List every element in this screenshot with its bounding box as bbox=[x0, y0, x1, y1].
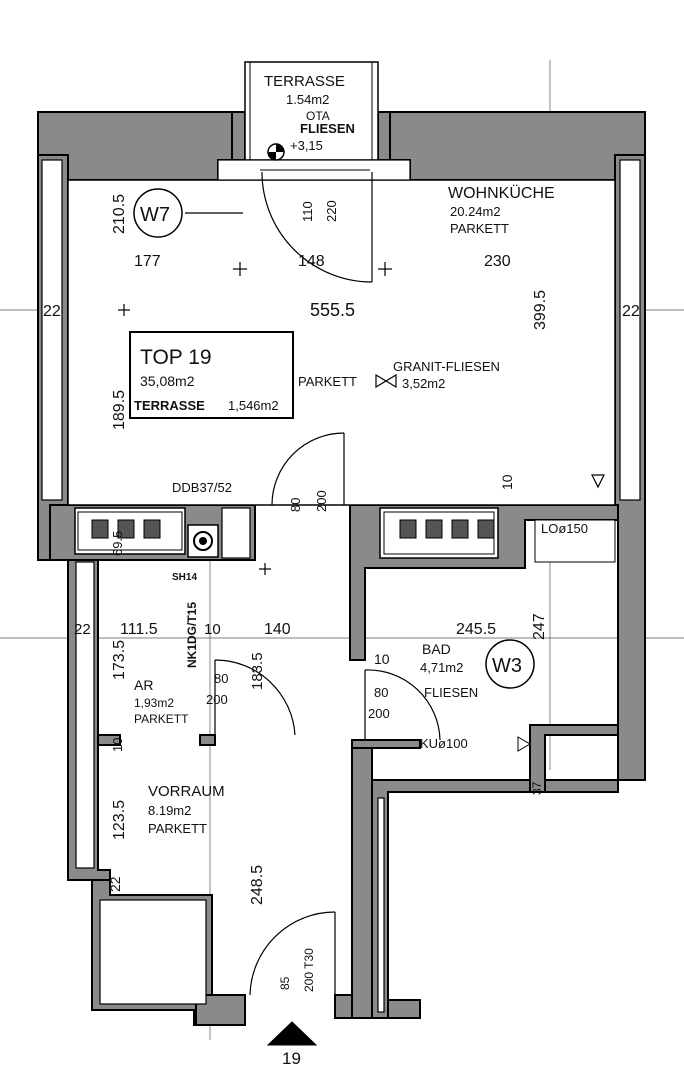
dimensions: 210.5 177 148 230 555.5 399.5 22 22 22 2… bbox=[43, 194, 640, 992]
dim-22-a: 22 bbox=[43, 303, 61, 320]
kitchen-name: WOHNKÜCHE bbox=[448, 184, 555, 202]
dim-140: 140 bbox=[264, 621, 291, 638]
labels: TERRASSE 1.54m2 OTA FLIESEN +3,15 WOHNKÜ… bbox=[134, 73, 588, 1068]
dim-10-b: 10 bbox=[204, 621, 221, 638]
wall-bath-bottom bbox=[371, 779, 619, 1019]
material-change-icon bbox=[375, 373, 397, 389]
markers bbox=[118, 262, 392, 575]
terrace-note: OTA bbox=[306, 109, 330, 123]
storage-name: AR bbox=[134, 677, 153, 693]
bath-area: 4,71m2 bbox=[420, 660, 463, 675]
dim-22-b: 22 bbox=[622, 303, 640, 320]
wall-terrace-left bbox=[231, 111, 246, 161]
terrace-area: 1.54m2 bbox=[286, 92, 329, 107]
wall-bath-stub bbox=[351, 739, 421, 749]
dim-22-d: 22 bbox=[107, 876, 123, 892]
window-tag-w7 bbox=[133, 188, 183, 238]
dim-200-a: 200 bbox=[314, 490, 329, 512]
wall-hall-right bbox=[351, 744, 373, 1019]
dim-248-5: 248.5 bbox=[249, 865, 266, 905]
terrace-floor: FLIESEN bbox=[300, 121, 355, 136]
dim-10-a: 10 bbox=[499, 474, 515, 490]
radiator-left bbox=[74, 507, 251, 559]
hall-area: 8.19m2 bbox=[148, 803, 191, 818]
dim-69-5: 69.5 bbox=[110, 531, 125, 556]
tag-lo: LOø150 bbox=[541, 521, 588, 536]
kitchen-floor: PARKETT bbox=[450, 221, 509, 236]
wall-bath-shaft bbox=[529, 724, 619, 793]
dim-183-5: 183.5 bbox=[249, 652, 266, 690]
dim-111-5: 111.5 bbox=[120, 621, 158, 638]
entrance-arrow-icon bbox=[266, 1021, 318, 1046]
wall-entrance-left bbox=[195, 994, 246, 1026]
dim-210-5: 210.5 bbox=[111, 194, 128, 234]
dim-80-b: 80 bbox=[214, 671, 228, 686]
storage-area: 1,93m2 bbox=[134, 696, 174, 710]
dim-110: 110 bbox=[300, 201, 315, 222]
radiator-right bbox=[379, 507, 616, 563]
terrace-name: TERRASSE bbox=[264, 73, 345, 90]
wall-ar-divider-a bbox=[97, 734, 121, 746]
window-w7-label: W7 bbox=[140, 204, 170, 226]
unit-terrace-label: TERRASSE bbox=[134, 398, 205, 413]
granite-area: 3,52m2 bbox=[402, 376, 445, 391]
dim-85: 85 bbox=[278, 976, 292, 990]
unit-terrace-area: 1,546m2 bbox=[228, 398, 279, 413]
terrace-level: +3,15 bbox=[290, 138, 323, 153]
dim-247: 247 bbox=[531, 613, 548, 640]
window-w3-label: W3 bbox=[492, 655, 522, 677]
hall-floor: PARKETT bbox=[148, 821, 207, 836]
wall-top-right bbox=[389, 111, 646, 181]
dim-22-c: 22 bbox=[74, 621, 91, 638]
door-storage bbox=[214, 659, 296, 736]
door-terrace bbox=[261, 171, 373, 283]
doors bbox=[214, 171, 441, 996]
tag-ddb: DDB37/52 bbox=[172, 480, 232, 495]
kitchen-area: 20.24m2 bbox=[450, 204, 501, 219]
dim-200-t30: 200 T30 bbox=[302, 948, 316, 992]
unit-info-box bbox=[129, 331, 294, 419]
dim-173-5: 173.5 bbox=[111, 640, 128, 680]
window-tag-w3 bbox=[485, 639, 535, 689]
floor-drain-icon bbox=[591, 474, 605, 489]
dim-220: 220 bbox=[324, 200, 339, 222]
hall-name: VORRAUM bbox=[148, 783, 225, 800]
dim-555-5: 555.5 bbox=[310, 300, 355, 320]
dim-37: 37 bbox=[530, 781, 544, 795]
unit-title: TOP 19 bbox=[140, 346, 212, 369]
inner-wall-lines bbox=[41, 159, 641, 1013]
wall-ar-divider-b bbox=[199, 734, 216, 746]
wall-terrace-right bbox=[377, 111, 391, 161]
unit-area: 35,08m2 bbox=[140, 373, 195, 389]
bath-name: BAD bbox=[422, 641, 451, 657]
dim-10-d: 10 bbox=[110, 738, 125, 752]
tag-ku: KUø100 bbox=[420, 736, 468, 751]
dim-10-c: 10 bbox=[374, 651, 390, 667]
dim-123-5: 123.5 bbox=[111, 800, 128, 840]
dim-189-5: 189.5 bbox=[111, 390, 128, 430]
entrance-number: 19 bbox=[282, 1049, 301, 1068]
dim-148: 148 bbox=[298, 253, 325, 270]
dim-230: 230 bbox=[484, 253, 511, 270]
door-entrance bbox=[249, 911, 336, 996]
tag-sh: SH14 bbox=[172, 572, 197, 583]
door-kitchen bbox=[271, 432, 345, 506]
wall-bottom-right bbox=[387, 999, 421, 1019]
storage-floor: PARKETT bbox=[134, 712, 189, 726]
dim-245-5: 245.5 bbox=[456, 621, 496, 638]
door-bath bbox=[364, 669, 441, 741]
dim-80-a: 80 bbox=[288, 498, 303, 512]
dim-399-5: 399.5 bbox=[532, 290, 549, 330]
dim-80-c: 80 bbox=[374, 685, 388, 700]
bath-floor: FLIESEN bbox=[424, 685, 478, 700]
terrace bbox=[217, 61, 411, 181]
dim-200-b: 200 bbox=[206, 692, 228, 707]
dim-177: 177 bbox=[134, 253, 161, 270]
wall-entrance-right bbox=[334, 994, 353, 1019]
parkett-label: PARKETT bbox=[298, 374, 357, 389]
tag-nk: NK1DG/T15 bbox=[185, 602, 199, 668]
granite-name: GRANIT-FLIESEN bbox=[393, 359, 500, 374]
dim-200-c: 200 bbox=[368, 706, 390, 721]
